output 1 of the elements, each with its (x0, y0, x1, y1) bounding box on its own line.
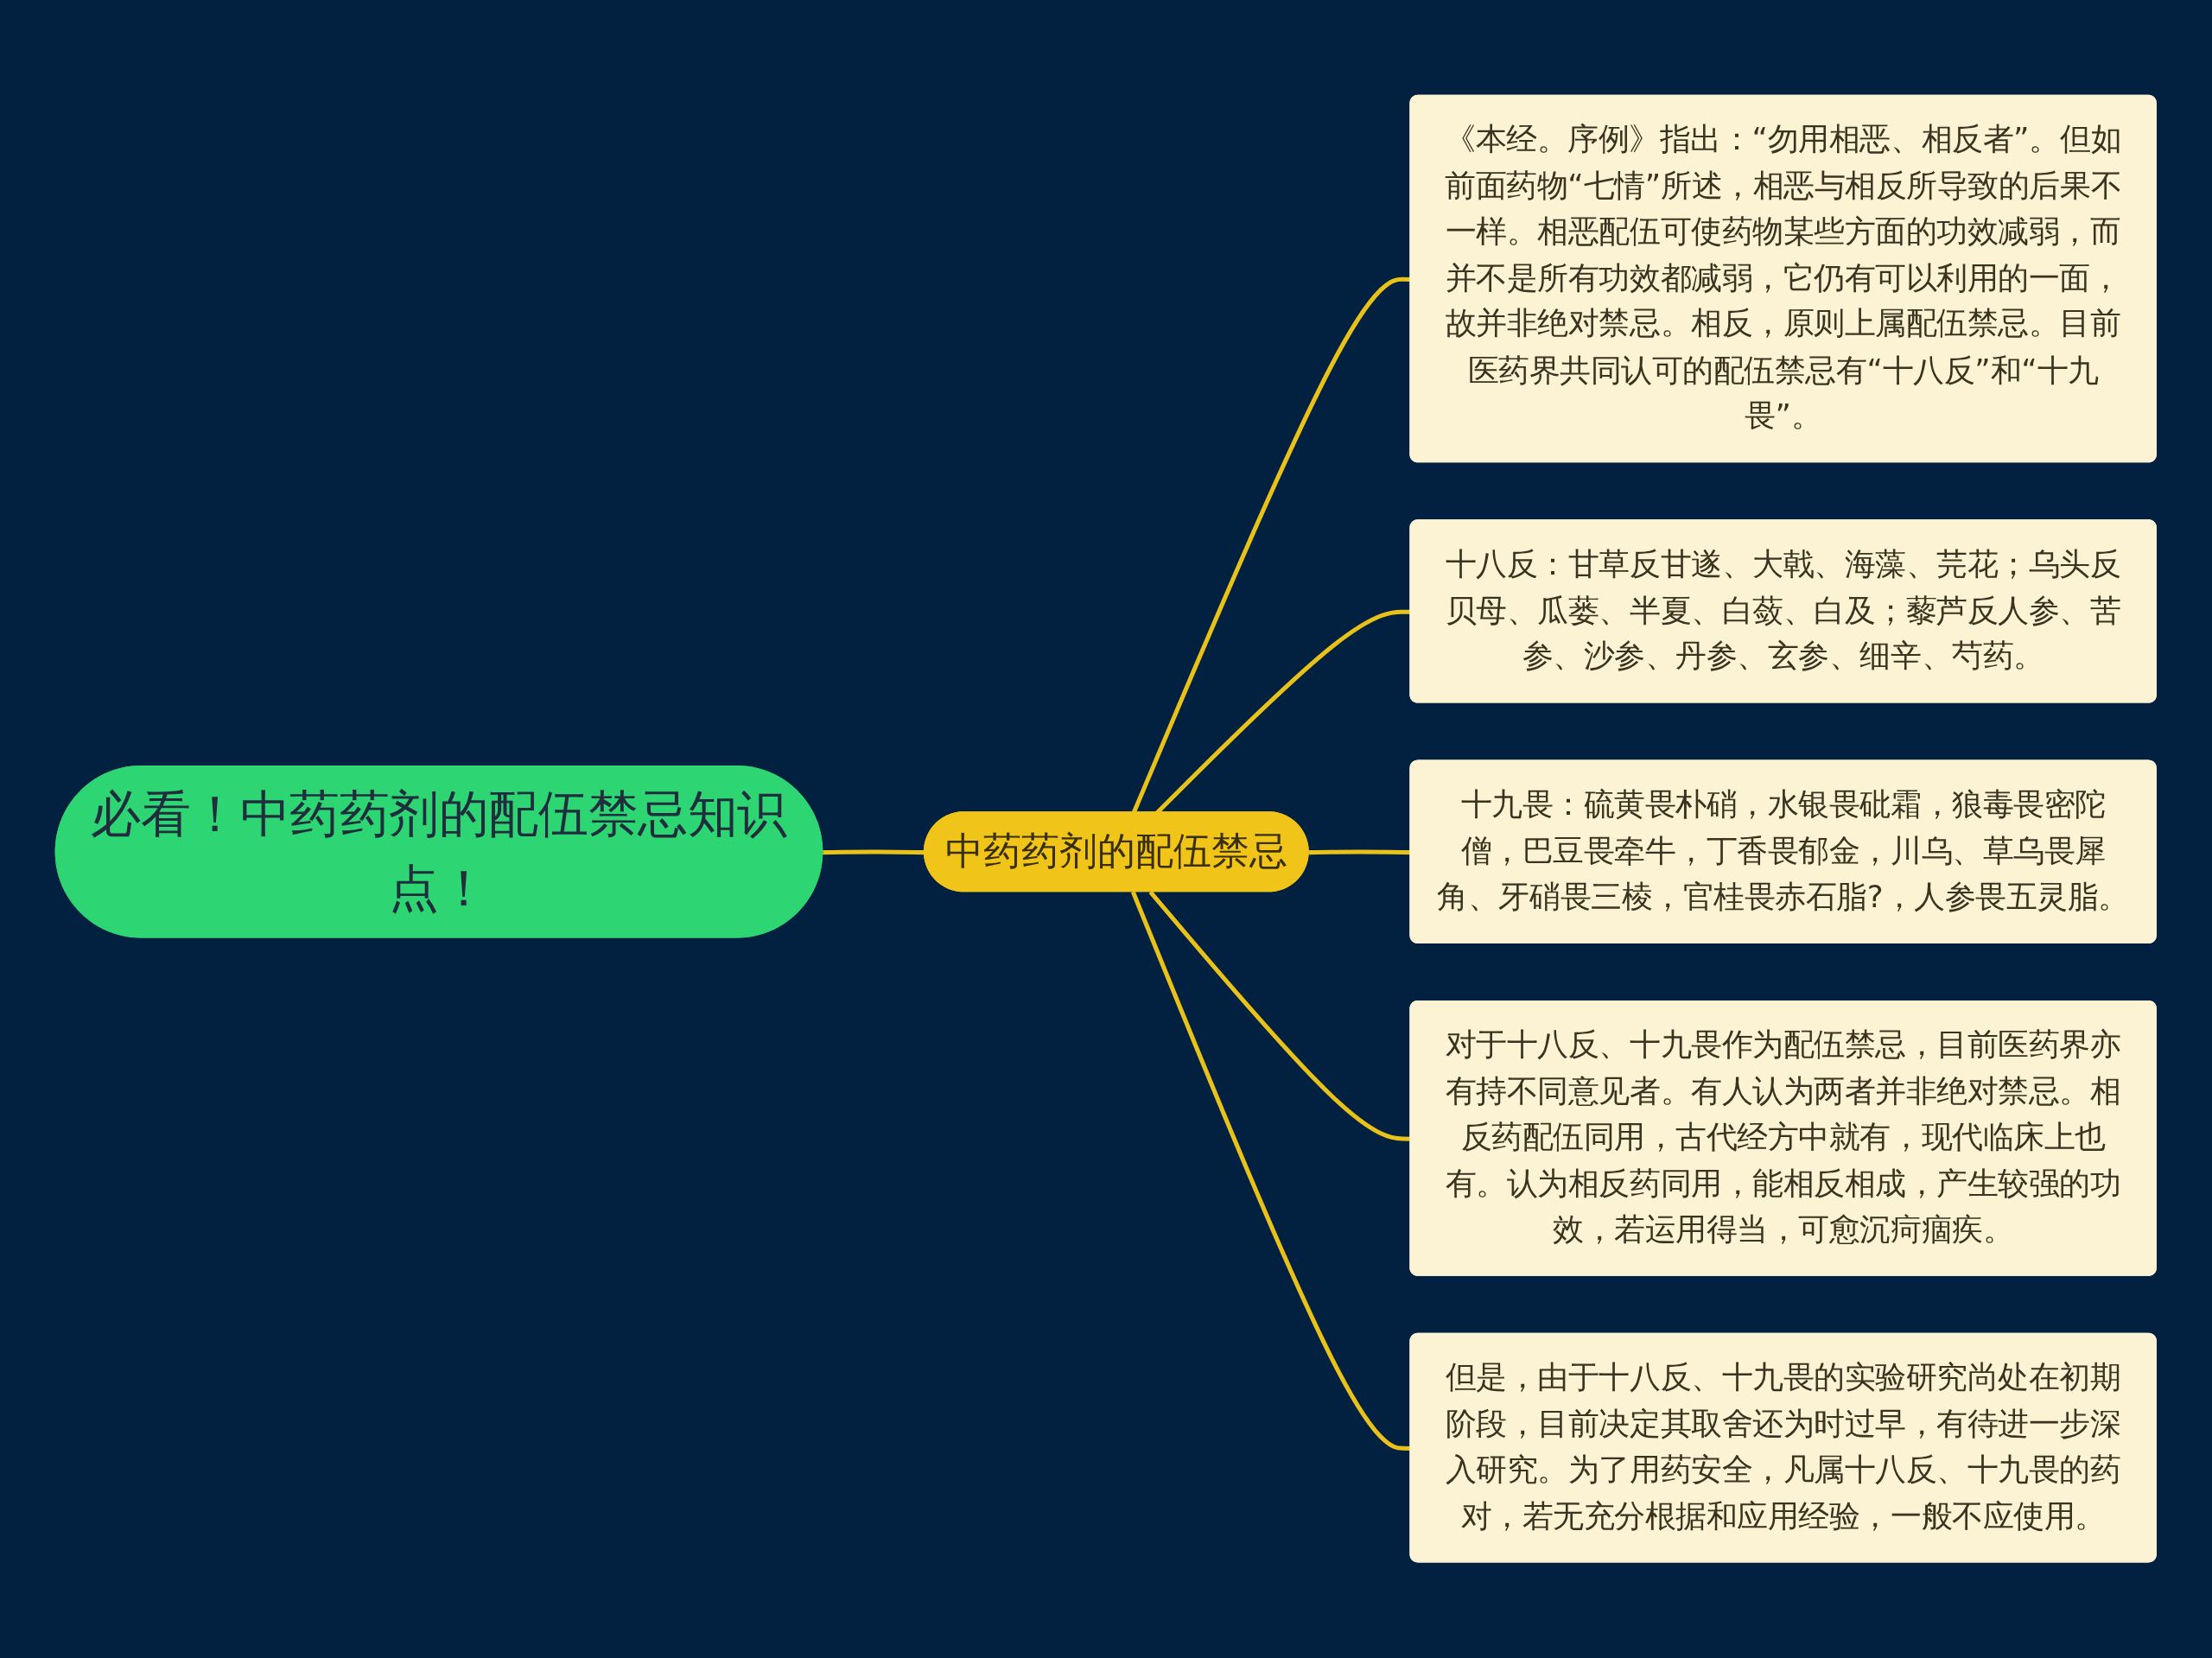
connector (823, 849, 925, 855)
